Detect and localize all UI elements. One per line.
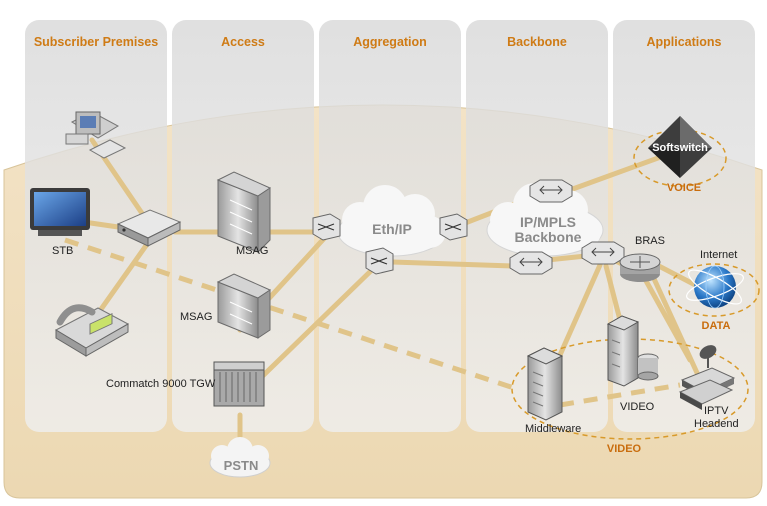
msag-bottom-label: MSAG bbox=[180, 311, 212, 323]
eth-ip-cloud-label: Eth/IP bbox=[372, 221, 412, 237]
column-title-applications: Applications bbox=[646, 35, 721, 49]
voice-group-ellipse bbox=[633, 129, 727, 187]
video-group-label: VIDEO bbox=[607, 443, 642, 455]
internet-label: Internet bbox=[700, 249, 737, 261]
column-title-aggregation: Aggregation bbox=[353, 35, 427, 49]
switch-icon bbox=[365, 247, 394, 275]
ipmpls-cloud-label-1: IP/MPLS bbox=[520, 214, 576, 230]
data-group-label: DATA bbox=[702, 320, 731, 332]
bras-router-icon bbox=[619, 253, 661, 282]
column-title-subscriber: Subscriber Premises bbox=[34, 35, 158, 49]
column-applications bbox=[613, 20, 755, 432]
video-server-icon bbox=[606, 315, 659, 387]
router-icon bbox=[581, 241, 625, 265]
commatch-label: Commatch 9000 TGW bbox=[106, 378, 216, 390]
iptv-label-2: Headend bbox=[694, 418, 739, 430]
eth-ip-cloud-icon bbox=[337, 185, 447, 257]
voice-group-label: VOICE bbox=[667, 182, 701, 194]
softswitch-icon bbox=[648, 116, 712, 178]
stb-label: STB bbox=[52, 245, 73, 257]
column-title-access: Access bbox=[221, 35, 265, 49]
globe-icon bbox=[686, 265, 744, 309]
bras-label: BRAS bbox=[635, 235, 665, 247]
iptv-headend-icon bbox=[678, 345, 736, 410]
router-icon bbox=[509, 251, 553, 275]
pstn-cloud-label: PSTN bbox=[224, 458, 259, 473]
video-group-ellipse bbox=[511, 338, 749, 440]
switch-icon bbox=[312, 213, 341, 241]
msag-top-label: MSAG bbox=[236, 245, 268, 257]
commatch-tgw-icon bbox=[213, 361, 265, 407]
column-title-backbone: Backbone bbox=[507, 35, 567, 49]
middleware-label: Middleware bbox=[525, 423, 581, 435]
softswitch-label: Softswitch bbox=[652, 142, 708, 154]
router-icon bbox=[529, 179, 573, 203]
stb-icon bbox=[116, 209, 182, 247]
pc-icon bbox=[65, 111, 127, 159]
data-group-ellipse bbox=[668, 263, 760, 317]
iptv-label-1: IPTV bbox=[704, 405, 729, 417]
tv-icon bbox=[30, 188, 90, 236]
ipmpls-cloud-label-2: Backbone bbox=[515, 229, 582, 245]
msag-top-icon bbox=[216, 171, 272, 254]
msag-bottom-icon bbox=[216, 273, 272, 339]
video-server-label: VIDEO bbox=[620, 401, 655, 413]
telephone-icon bbox=[54, 304, 130, 357]
switch-icon bbox=[439, 213, 468, 241]
middleware-server-icon bbox=[526, 347, 564, 421]
pstn-cloud-icon bbox=[209, 437, 271, 478]
